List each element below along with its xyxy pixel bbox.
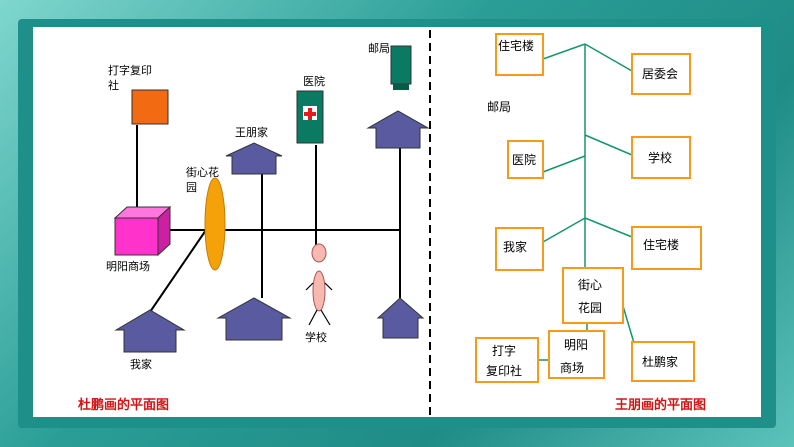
garden-label: 街心花	[186, 165, 219, 179]
mall-label: 明阳商场	[106, 259, 150, 273]
my-home-label: 我家	[503, 239, 527, 254]
my-home-house-icon	[114, 309, 186, 353]
wang-home-label: 王朋家	[235, 125, 268, 139]
post-office-base	[393, 84, 409, 90]
print-shop-label: 打字复印	[108, 63, 152, 77]
my-home-label: 我家	[130, 357, 152, 371]
post-office-label: 邮局	[368, 42, 390, 55]
residence-a-box	[495, 33, 544, 76]
post-office-block	[390, 45, 412, 85]
garden-label-2: 花园	[578, 300, 602, 315]
print-shop-block	[131, 89, 169, 125]
road	[622, 305, 635, 344]
mall-label: 明阳	[564, 338, 588, 352]
mall-label-2: 商场	[560, 360, 584, 375]
residence-a-label: 住宅楼	[498, 38, 534, 53]
house-icon	[216, 297, 292, 341]
print-shop-label-2: 复印社	[486, 363, 522, 378]
committee-label: 居委会	[642, 67, 678, 81]
hospital-label: 医院	[303, 74, 325, 88]
garden-ellipse	[204, 177, 226, 271]
left-map: 打字复印 社 明阳商场 街心花 园 医院 邮局 王朋家	[78, 42, 430, 413]
du-home-box	[631, 341, 695, 382]
school-label: 学校	[648, 150, 672, 165]
road	[149, 229, 207, 313]
road	[584, 43, 633, 72]
school-label: 学校	[305, 330, 327, 344]
left-map-title: 杜鹏画的平面图	[78, 397, 169, 413]
road	[542, 155, 586, 173]
garden-label: 街心	[578, 278, 602, 292]
road	[584, 217, 633, 238]
print-shop-label: 打字	[492, 343, 516, 358]
mall-cube	[113, 205, 172, 257]
school-person-icon	[305, 243, 333, 326]
my-home-box	[495, 227, 544, 271]
red-cross-icon	[304, 108, 316, 120]
road	[542, 217, 586, 243]
road	[584, 134, 633, 156]
committee-box	[631, 53, 691, 95]
wang-home-house-icon	[225, 142, 283, 175]
post-office-label: 邮局	[487, 100, 511, 114]
house-icon	[376, 297, 425, 339]
hospital-box	[507, 140, 544, 179]
road	[542, 43, 586, 60]
garden-label-2: 园	[186, 181, 197, 194]
residence-b-box	[631, 226, 702, 270]
garden-box	[562, 267, 624, 324]
hospital-label: 医院	[512, 153, 536, 167]
print-shop-label-2: 社	[108, 78, 119, 92]
house-icon	[366, 110, 430, 149]
right-map: 住宅楼 居委会 邮局 医院 学校 我家 住宅楼 街心 花园 打字 复印社 明阳 …	[475, 33, 706, 413]
print-shop-box	[475, 337, 539, 383]
mall-box	[548, 330, 605, 379]
school-box	[631, 136, 691, 179]
du-home-label: 杜鹏家	[642, 354, 678, 369]
residence-b-label: 住宅楼	[643, 237, 679, 252]
right-map-title: 王朋画的平面图	[615, 397, 706, 413]
